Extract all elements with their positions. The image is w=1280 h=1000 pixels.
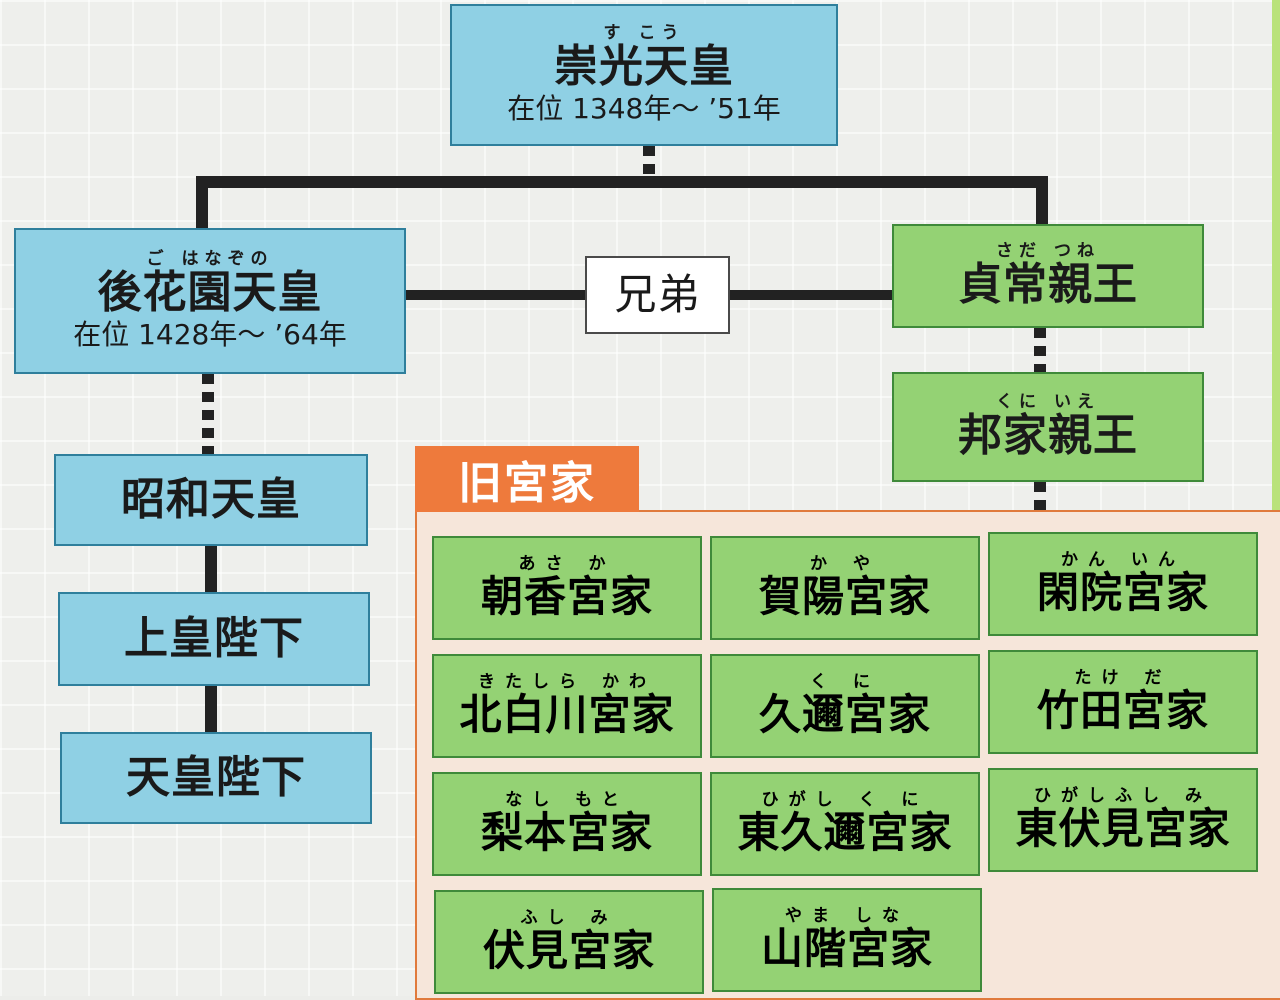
house-name: 伏見宮家 bbox=[482, 926, 655, 975]
node-suko-emperor: す こう 崇光天皇 在位 1348年〜 ’51年 bbox=[450, 4, 838, 146]
node-name: 貞常親王 bbox=[958, 259, 1138, 310]
node-name: 邦家親王 bbox=[958, 410, 1138, 461]
house-ruby: きたしら かわ bbox=[478, 672, 656, 692]
node-gohanazono-emperor: ご はなぞの 後花園天皇 在位 1428年〜 ’64年 bbox=[14, 228, 406, 374]
house-name: 賀陽宮家 bbox=[758, 572, 931, 621]
house-ruby: やま しな bbox=[785, 906, 909, 926]
node-ruby: す こう bbox=[603, 23, 685, 43]
house-name: 北白川宮家 bbox=[459, 690, 675, 739]
node-current-emperor: 天皇陛下 bbox=[60, 732, 372, 824]
house-ruby: たけ だ bbox=[1074, 668, 1172, 688]
node-reign: 在位 1428年〜 ’64年 bbox=[73, 318, 347, 351]
node-ruby: くに いえ bbox=[996, 392, 1100, 412]
connector-right-down bbox=[1036, 176, 1048, 224]
connector-brothers-right bbox=[730, 290, 892, 300]
house-name: 山階宮家 bbox=[760, 924, 933, 973]
former-house-higashikuni: ひがし く に 東久邇宮家 bbox=[710, 772, 980, 876]
former-house-takeda: たけ だ 竹田宮家 bbox=[988, 650, 1258, 754]
house-name: 朝香宮家 bbox=[480, 572, 653, 621]
connector-showa-jokou bbox=[205, 546, 217, 592]
node-name: 兄弟 bbox=[614, 270, 701, 319]
node-name: 崇光天皇 bbox=[554, 41, 734, 92]
house-ruby: ひがしふし み bbox=[1034, 786, 1212, 806]
node-kuniie-prince: くに いえ 邦家親王 bbox=[892, 372, 1204, 482]
node-name: 天皇陛下 bbox=[126, 752, 306, 803]
former-house-nashimoto: なし もと 梨本宮家 bbox=[432, 772, 702, 876]
house-name: 閑院宮家 bbox=[1036, 568, 1209, 617]
node-name: 昭和天皇 bbox=[121, 474, 301, 525]
node-name: 後花園天皇 bbox=[97, 267, 323, 318]
house-ruby: ひがし く に bbox=[761, 790, 929, 810]
house-name: 東久邇宮家 bbox=[737, 808, 953, 857]
house-ruby: かん いん bbox=[1061, 550, 1185, 570]
former-house-higashifushimi: ひがしふし み 東伏見宮家 bbox=[988, 768, 1258, 872]
connector-kuniie-down bbox=[1034, 482, 1046, 510]
connector-suko-down bbox=[643, 146, 655, 176]
former-house-kaya: か や 賀陽宮家 bbox=[710, 536, 980, 640]
connector-gohanazono-down bbox=[202, 374, 214, 454]
connector-top-horizontal bbox=[196, 176, 1048, 188]
former-house-kuni: く に 久邇宮家 bbox=[710, 654, 980, 758]
house-name: 東伏見宮家 bbox=[1015, 804, 1231, 853]
node-ruby: さだ つね bbox=[996, 241, 1100, 261]
node-emperor-emeritus: 上皇陛下 bbox=[58, 592, 370, 686]
node-reign: 在位 1348年〜 ’51年 bbox=[507, 92, 781, 125]
house-name: 竹田宮家 bbox=[1036, 686, 1209, 735]
former-houses-label: 旧宮家 bbox=[415, 446, 639, 512]
house-ruby: く に bbox=[810, 672, 880, 692]
house-name: 梨本宮家 bbox=[480, 808, 653, 857]
connector-sadatsune-down bbox=[1034, 328, 1046, 372]
node-sadatsune-prince: さだ つね 貞常親王 bbox=[892, 224, 1204, 328]
house-ruby: か や bbox=[810, 554, 880, 574]
connector-brothers-left bbox=[405, 290, 585, 300]
connector-left-down bbox=[196, 176, 208, 228]
node-showa-emperor: 昭和天皇 bbox=[54, 454, 368, 546]
house-ruby: あさ か bbox=[518, 554, 616, 574]
former-house-yamashina: やま しな 山階宮家 bbox=[712, 888, 982, 992]
node-brothers-label: 兄弟 bbox=[585, 256, 730, 334]
former-house-fushimi: ふし み 伏見宮家 bbox=[434, 890, 704, 994]
screen-edge bbox=[1272, 0, 1280, 996]
node-ruby: ご はなぞの bbox=[146, 249, 274, 269]
house-ruby: ふし み bbox=[520, 908, 618, 928]
node-name: 上皇陛下 bbox=[124, 613, 304, 664]
former-house-asaka: あさ か 朝香宮家 bbox=[432, 536, 702, 640]
connector-jokou-tennou bbox=[205, 686, 217, 732]
former-house-kitashirakawa: きたしら かわ 北白川宮家 bbox=[432, 654, 702, 758]
house-name: 久邇宮家 bbox=[758, 690, 931, 739]
house-ruby: なし もと bbox=[505, 790, 629, 810]
former-house-kanin: かん いん 閑院宮家 bbox=[988, 532, 1258, 636]
